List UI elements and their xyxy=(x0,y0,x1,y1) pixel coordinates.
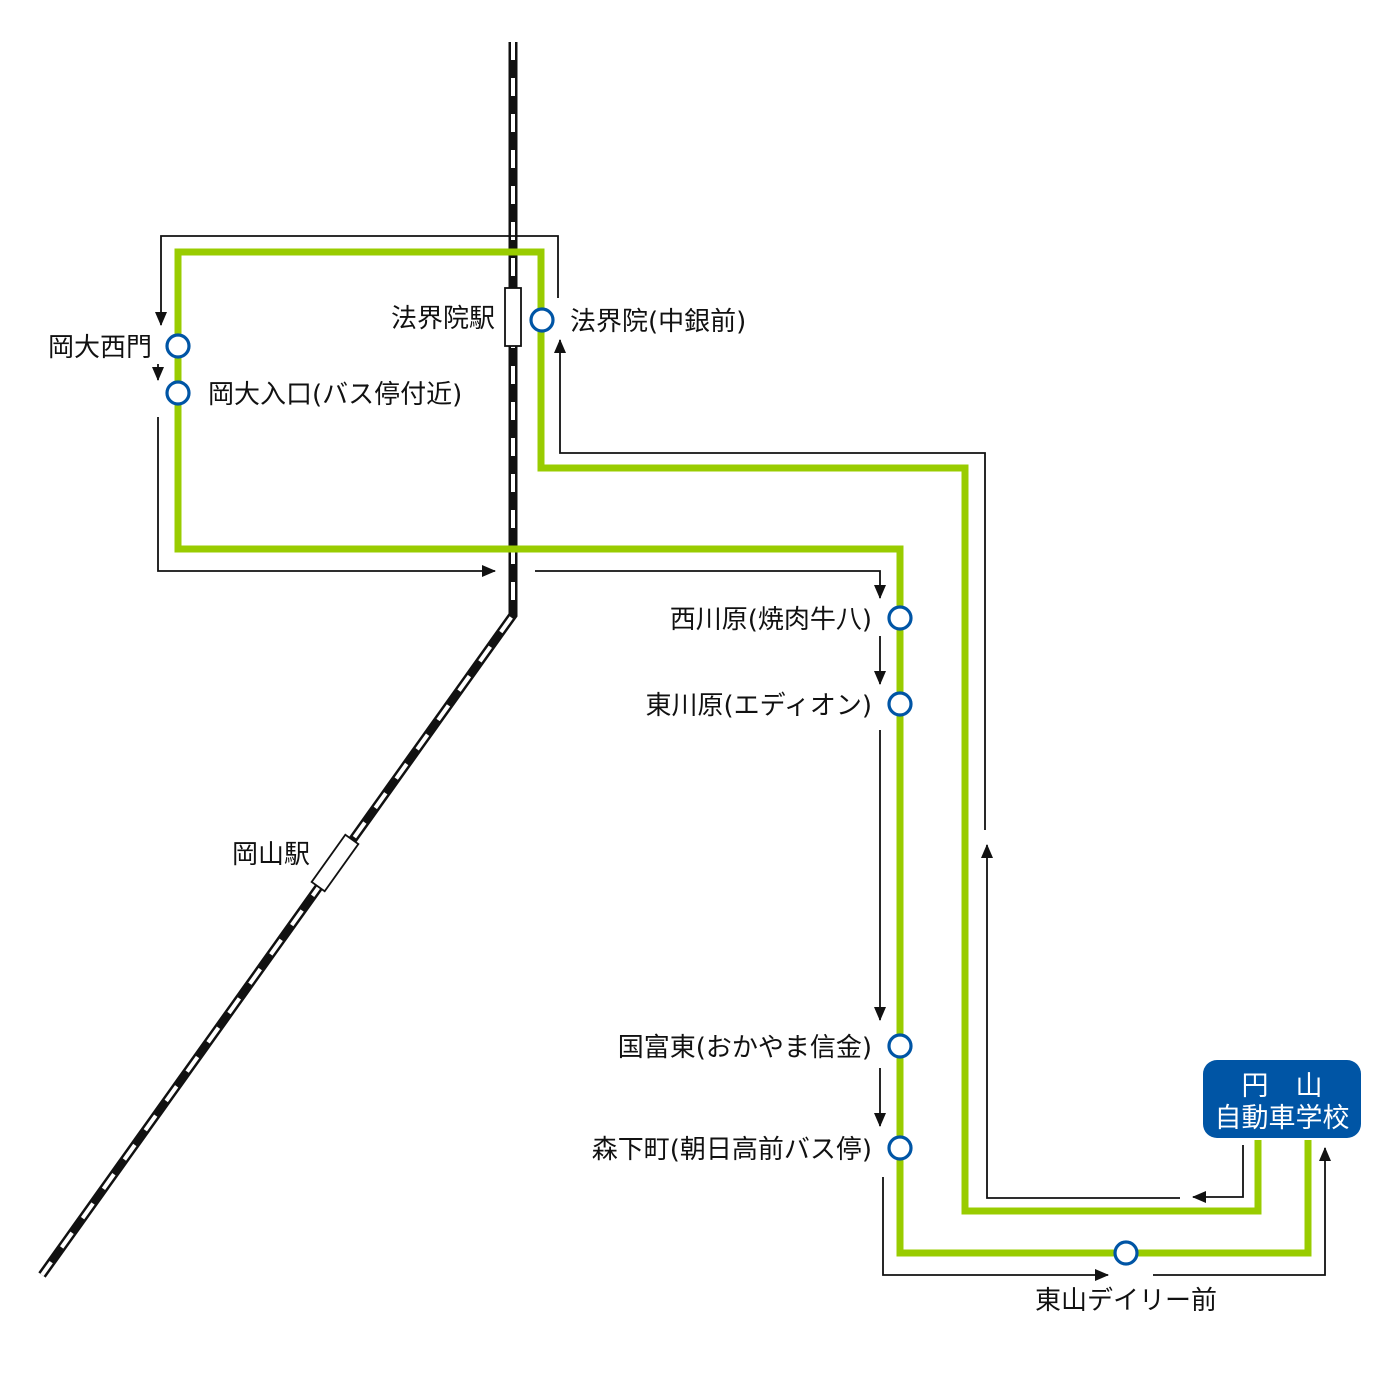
stop-okadai-nishimon[interactable] xyxy=(165,333,191,359)
railway-line xyxy=(38,42,518,1278)
bus-route xyxy=(174,248,1312,1257)
okayama-station-marker xyxy=(310,833,360,893)
school-name-line2: 自動車学校 xyxy=(1215,1103,1350,1134)
stop-higashikawara[interactable] xyxy=(887,691,913,717)
label-nishikawara: 西川原(焼肉牛八) xyxy=(670,605,872,635)
stop-higashiyama[interactable] xyxy=(1113,1240,1139,1266)
stop-nishikawara[interactable] xyxy=(887,605,913,631)
houkaiin-station-marker xyxy=(504,287,522,347)
label-higashikawara: 東川原(エディオン) xyxy=(646,691,872,721)
school-name-line1: 円 山 xyxy=(1242,1071,1323,1102)
houkaiin-station-label: 法界院駅 xyxy=(391,304,495,334)
label-kunitomi-higashi: 国富東(おかやま信金) xyxy=(618,1033,872,1063)
stop-houkaiin[interactable] xyxy=(529,307,555,333)
stop-okadai-iriguchi[interactable] xyxy=(165,380,191,406)
label-higashiyama: 東山デイリー前 xyxy=(1035,1286,1217,1316)
label-houkaiin: 法界院(中銀前) xyxy=(570,307,746,337)
label-okadai-iriguchi: 岡大入口(バス停付近) xyxy=(208,380,462,410)
school-badge[interactable]: 円 山 自動車学校 xyxy=(1203,1060,1361,1138)
okayama-station-label: 岡山駅 xyxy=(232,840,310,870)
bus-stops xyxy=(165,307,1139,1266)
stop-kunitomi-higashi[interactable] xyxy=(887,1033,913,1059)
direction-arrows xyxy=(152,235,1331,1281)
label-morishita: 森下町(朝日高前バス停) xyxy=(592,1135,872,1165)
stop-morishita[interactable] xyxy=(887,1135,913,1161)
label-okadai-nishimon: 岡大西門 xyxy=(48,333,152,363)
